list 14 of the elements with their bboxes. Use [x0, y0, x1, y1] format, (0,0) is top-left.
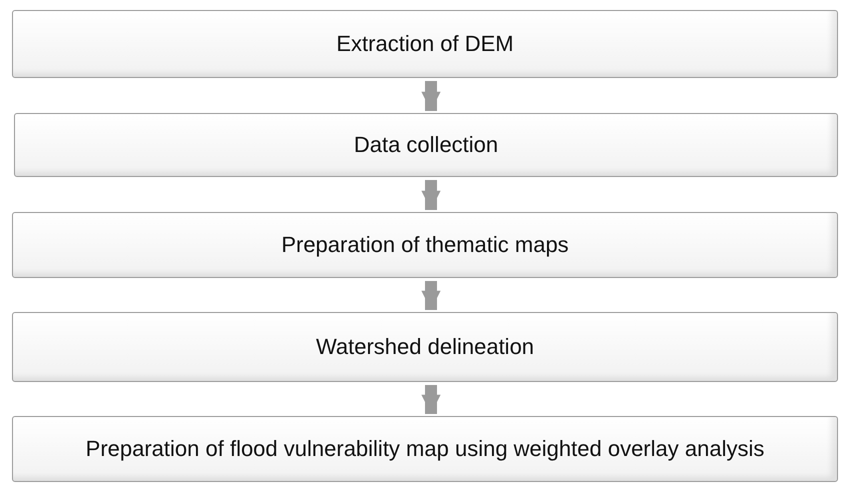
step-text: Preparation of flood vulnerability map using weighted overlay analysis — [86, 436, 764, 462]
step-text: Extraction of DEM — [336, 31, 514, 57]
process-box — [12, 312, 838, 382]
down-arrow — [421, 81, 441, 111]
process-box — [12, 416, 838, 482]
down-arrow — [421, 385, 441, 414]
process-box — [12, 10, 838, 78]
step-text: Data collection — [354, 132, 498, 158]
down-arrow — [421, 180, 441, 210]
process-box — [12, 212, 838, 278]
step-text: Watershed delineation — [316, 334, 534, 360]
step-text: Preparation of thematic maps — [281, 232, 569, 258]
process-box — [14, 113, 838, 177]
down-arrow — [421, 281, 441, 310]
